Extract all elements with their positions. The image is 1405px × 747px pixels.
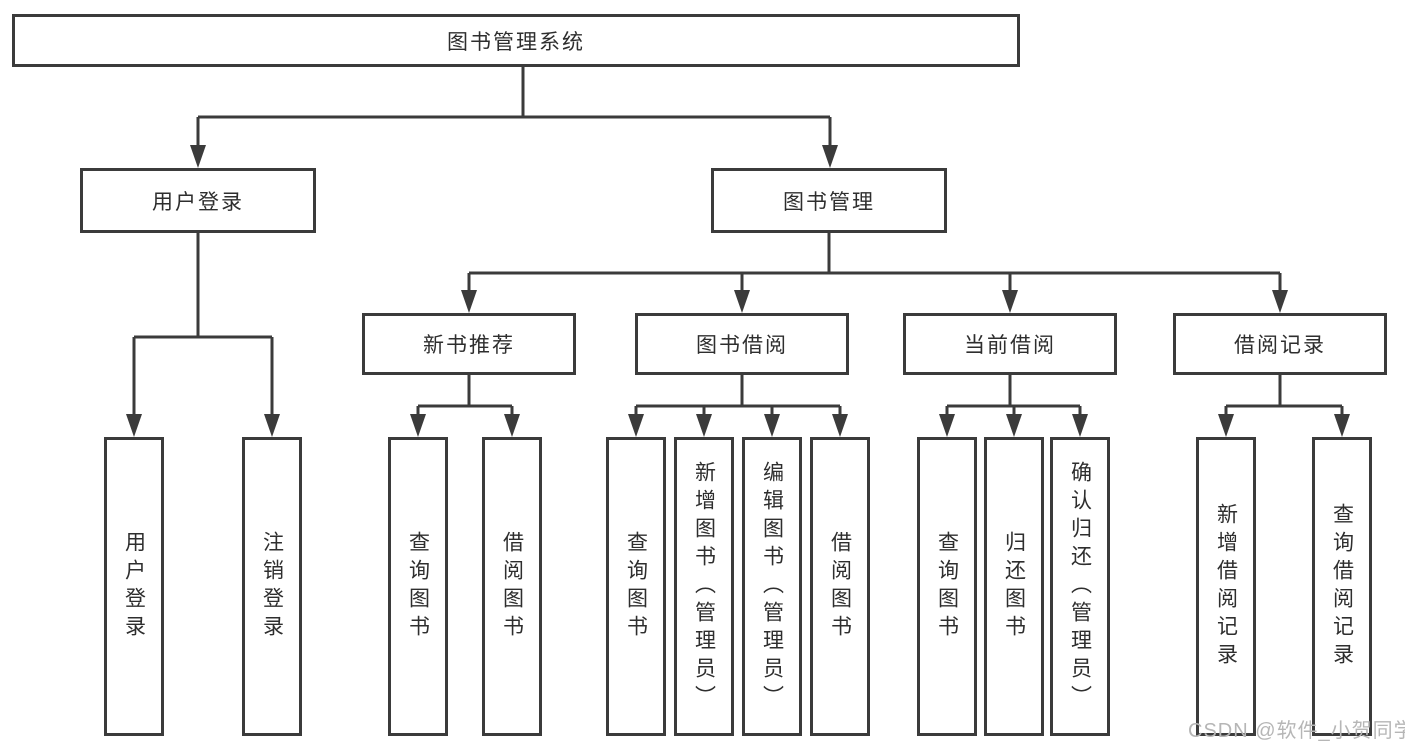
connector-book-management: [461, 233, 1288, 313]
node-book-borrowing: 图书借阅: [635, 313, 849, 375]
arrowhead: [628, 414, 644, 437]
arrowhead: [1218, 414, 1234, 437]
arrowhead: [1272, 290, 1288, 313]
node-leaf-query-borrow-record: 查询借阅记录: [1312, 437, 1372, 736]
arrowhead: [734, 290, 750, 313]
arrowhead: [1072, 414, 1088, 437]
arrowhead: [461, 290, 477, 313]
arrowhead: [939, 414, 955, 437]
node-book-management: 图书管理: [711, 168, 947, 233]
node-leaf-return-books: 归还图书: [984, 437, 1044, 736]
node-leaf-query-books-recommend: 查询图书: [388, 437, 448, 736]
arrowhead: [1002, 290, 1018, 313]
node-leaf-edit-books-admin: 编辑图书（管理员）: [742, 437, 802, 736]
arrowhead: [1006, 414, 1022, 437]
connector-root: [190, 67, 838, 168]
arrowhead: [822, 145, 838, 168]
node-new-book-recommend: 新书推荐: [362, 313, 576, 375]
node-leaf-confirm-return-admin: 确认归还（管理员）: [1050, 437, 1110, 736]
arrowhead: [190, 145, 206, 168]
csdn-watermark: CSDN @软件_小贺同学: [1188, 720, 1405, 742]
connector-borrow-records: [1218, 375, 1350, 437]
node-leaf-borrow-books: 借阅图书: [810, 437, 870, 736]
connector-user-login: [126, 233, 280, 437]
arrowhead: [264, 414, 280, 437]
node-leaf-query-books-current: 查询图书: [917, 437, 977, 736]
arrowhead: [764, 414, 780, 437]
node-user-login: 用户登录: [80, 168, 316, 233]
node-leaf-query-books-borrow: 查询图书: [606, 437, 666, 736]
arrowhead: [126, 414, 142, 437]
arrowhead: [1334, 414, 1350, 437]
node-leaf-add-books-admin: 新增图书（管理员）: [674, 437, 734, 736]
node-library-system: 图书管理系统: [12, 14, 1020, 67]
node-borrow-records: 借阅记录: [1173, 313, 1387, 375]
node-leaf-logout: 注销登录: [242, 437, 302, 736]
node-current-borrowing: 当前借阅: [903, 313, 1117, 375]
connector-current-borrow: [939, 375, 1088, 437]
arrowhead: [410, 414, 426, 437]
connector-new-book: [410, 375, 520, 437]
node-leaf-add-borrow-record: 新增借阅记录: [1196, 437, 1256, 736]
connector-book-borrow: [628, 375, 848, 437]
node-leaf-borrow-books-recommend: 借阅图书: [482, 437, 542, 736]
node-leaf-user-login: 用户登录: [104, 437, 164, 736]
arrowhead: [696, 414, 712, 437]
arrowhead: [504, 414, 520, 437]
arrowhead: [832, 414, 848, 437]
